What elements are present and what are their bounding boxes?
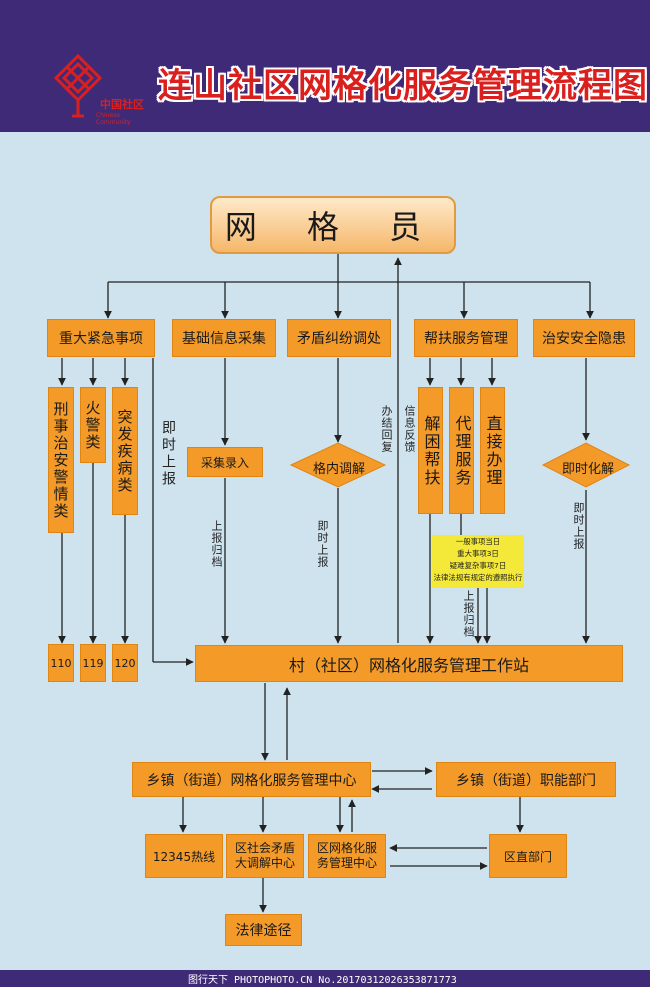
help-relief: 解困帮扶 [418, 387, 443, 514]
hotline-110: 110 [48, 644, 74, 682]
immediate-report-label-3: 即时上报 [572, 502, 585, 550]
in-grid-mediation-text: 格内调解 [313, 462, 366, 477]
collect-entry-box: 采集录入 [187, 447, 263, 477]
workstation-box: 村（社区）网格化服务管理工作站 [195, 645, 623, 682]
note-line: 法律法规有规定的遵照执行 [433, 573, 523, 582]
grid-member-box: 网 格 员 [210, 196, 456, 254]
handling-feedback-label: 办结回复 [380, 405, 393, 453]
emergency-criminal: 刑事治安警情类 [48, 387, 74, 533]
hotline-119: 119 [80, 644, 106, 682]
immediate-report-label-2: 即时上报 [316, 520, 329, 568]
header-band [0, 0, 650, 132]
note-line: 一般事项当日 [455, 537, 501, 546]
note-line: 重大事项3日 [457, 549, 499, 558]
district-mediation-box: 区社会矛盾大调解中心 [226, 834, 304, 878]
town-center-box: 乡镇（街道）网格化服务管理中心 [132, 762, 371, 797]
hotline-120: 120 [112, 644, 138, 682]
category-major-emergency: 重大紧急事项 [47, 319, 155, 357]
emergency-illness: 突发疾病类 [112, 387, 138, 515]
category-basic-info: 基础信息采集 [172, 319, 276, 357]
china-knot-icon [53, 53, 103, 118]
logo-mark: 中国社区 [100, 98, 144, 111]
info-feedback-label: 信息反馈 [403, 405, 416, 453]
help-proxy: 代理服务 [449, 387, 474, 514]
in-grid-mediation-diamond [289, 442, 387, 488]
note-line: 疑难复杂事项7日 [449, 561, 507, 570]
footer-band [0, 970, 650, 987]
deadline-note: 一般事项当日 重大事项3日 疑难复杂事项7日 法律法规有规定的遵照执行 [432, 535, 524, 588]
district-departments-box: 区直部门 [489, 834, 567, 878]
category-public-security: 治安安全隐患 [533, 319, 635, 357]
help-direct: 直接办理 [480, 387, 505, 514]
category-assistance: 帮扶服务管理 [414, 319, 518, 357]
watermark: 图行天下 PHOTOPHOTO.CN No.201703120263538717… [188, 975, 457, 986]
logo: 中国社区 Chinese Community [50, 50, 150, 128]
town-departments-box: 乡镇（街道）职能部门 [436, 762, 616, 797]
logo-caption: Chinese Community [96, 112, 131, 126]
district-grid-center-box: 区网格化服务管理中心 [308, 834, 386, 878]
page-title: 连山社区网格化服务管理流程图 [158, 66, 648, 106]
immediate-report-label: 即时上报 [160, 420, 176, 488]
immediate-resolve-diamond [541, 442, 631, 488]
report-archive-label-2: 上报归档 [462, 590, 475, 638]
category-dispute-mediation: 矛盾纠纷调处 [287, 319, 391, 357]
emergency-fire: 火警类 [80, 387, 106, 463]
legal-route-box: 法律途径 [225, 914, 302, 946]
immediate-resolve-text: 即时化解 [562, 462, 615, 477]
hotline-12345-box: 12345热线 [145, 834, 223, 878]
report-archive-label: 上报归档 [210, 520, 223, 568]
